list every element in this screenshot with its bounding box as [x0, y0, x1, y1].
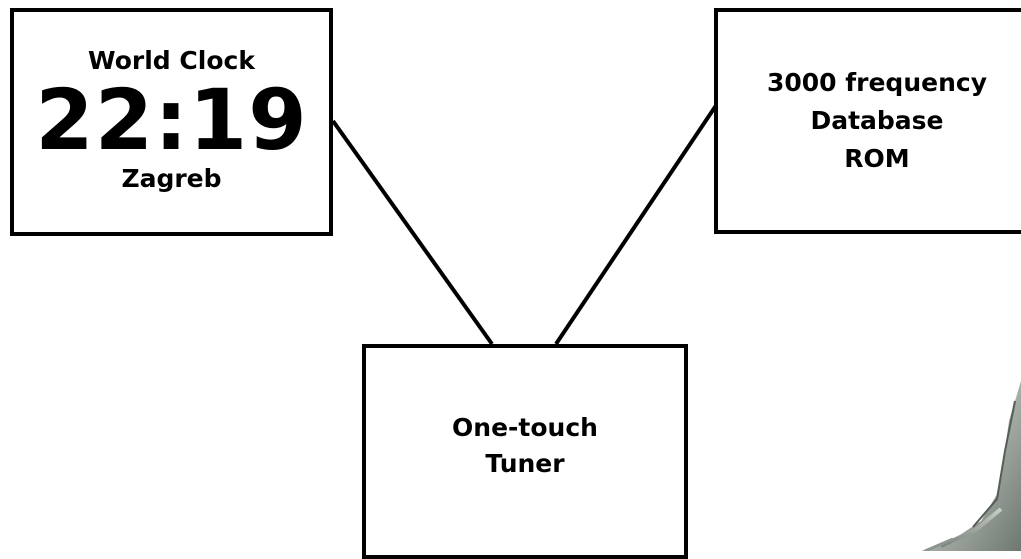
- database-line-3: ROM: [844, 144, 910, 173]
- frequency-database-box: 3000 frequency Database ROM: [714, 8, 1021, 234]
- one-touch-tuner-box: One-touch Tuner: [362, 344, 688, 559]
- database-line-1: 3000 frequency: [766, 68, 987, 97]
- tuner-line-1: One-touch: [452, 412, 598, 442]
- world-clock-city: Zagreb: [121, 164, 222, 193]
- database-line-2: Database: [810, 106, 944, 135]
- device-photo-corner-icon: [921, 381, 1021, 551]
- edge-database-to-tuner: [554, 102, 719, 346]
- world-clock-title: World Clock: [88, 46, 255, 75]
- tuner-line-2: Tuner: [485, 448, 565, 478]
- world-clock-box: World Clock 22:19 Zagreb: [10, 8, 333, 236]
- world-clock-time: 22:19: [35, 71, 308, 169]
- edge-clock-to-tuner: [331, 119, 494, 346]
